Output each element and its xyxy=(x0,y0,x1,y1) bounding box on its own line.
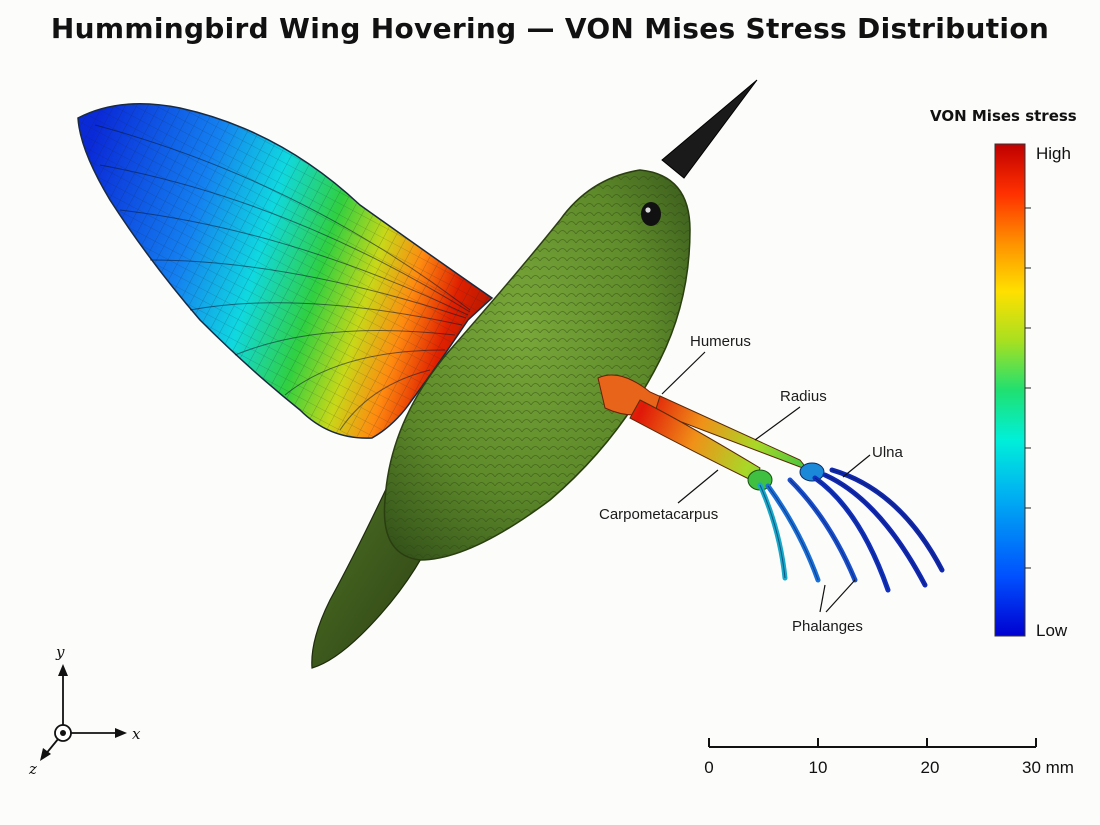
colorbar-high-label: High xyxy=(1036,144,1071,163)
scale-bar: 0 10 20 30 mm xyxy=(704,738,1074,777)
scale-tick-30mm: 30 mm xyxy=(1022,758,1074,777)
ulna-label: Ulna xyxy=(872,444,904,461)
x-axis-label: x xyxy=(132,725,141,743)
wing xyxy=(77,103,494,439)
eye xyxy=(641,202,661,226)
y-axis-label: y xyxy=(55,643,65,661)
colorbar-scale xyxy=(994,143,1026,637)
humerus-label: Humerus xyxy=(690,333,751,350)
colorbar-title: VON Mises stress xyxy=(930,107,1077,125)
bird-body xyxy=(383,169,691,561)
colorbar: VON Mises stress High Low xyxy=(930,107,1077,640)
scale-tick-0: 0 xyxy=(704,758,713,777)
wing-skeleton xyxy=(597,374,945,593)
phalanges-label: Phalanges xyxy=(792,618,863,635)
colorbar-low-label: Low xyxy=(1036,621,1068,640)
carpometacarpus-label: Carpometacarpus xyxy=(599,506,718,523)
scale-tick-10: 10 xyxy=(809,758,828,777)
z-axis-label: z xyxy=(28,760,37,778)
radius-label: Radius xyxy=(780,388,827,405)
beak xyxy=(661,79,758,179)
callout-lines xyxy=(661,351,871,613)
scale-tick-20: 20 xyxy=(921,758,940,777)
axis-triad: y x z xyxy=(28,643,141,778)
wrist-joint xyxy=(799,462,825,482)
page-title: Hummingbird Wing Hovering — VON Mises St… xyxy=(50,12,1050,45)
